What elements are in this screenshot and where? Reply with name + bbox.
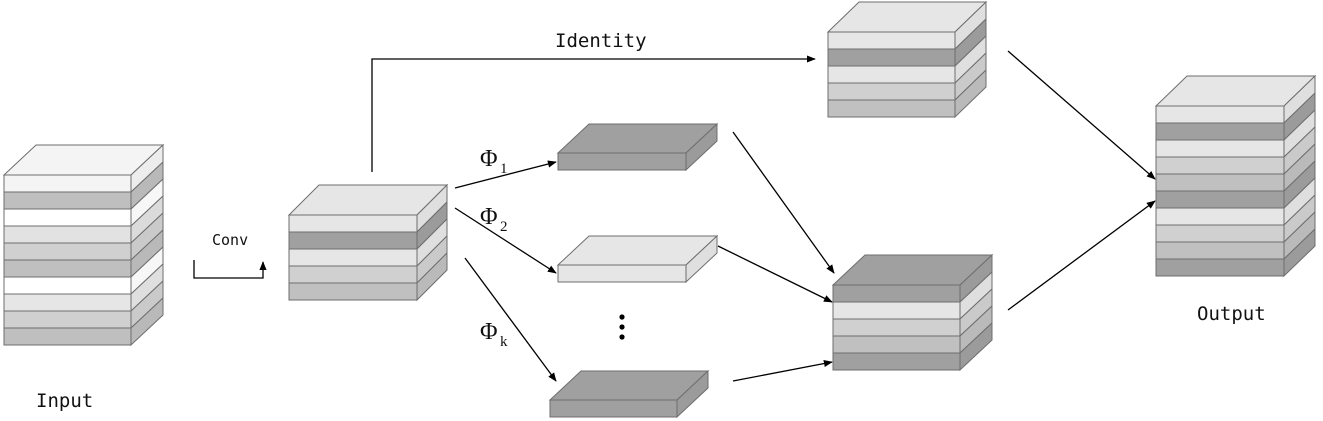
stack-layer-front: [1155, 224, 1285, 243]
stack-layer-side: [959, 321, 993, 372]
stack-layer-front: [3, 242, 132, 261]
stack-layer-front: [827, 82, 956, 101]
phi-1-label: Φ 1: [480, 146, 508, 177]
stack-layer-front: [832, 335, 961, 354]
concat-to-output-arrow: [1007, 200, 1156, 311]
stack-layer-side: [416, 251, 448, 302]
svg-text:Φ: Φ: [480, 204, 498, 230]
stack-layer-front: [1155, 105, 1285, 124]
phi-k-feature-stack: [548, 369, 710, 419]
conv-feature-stack: [287, 183, 449, 302]
stack-layer-side: [954, 68, 987, 119]
svg-text:2: 2: [500, 219, 508, 235]
phi-1-feature-stack: [556, 122, 719, 172]
stack-layer-front: [3, 225, 132, 244]
stack-layer-front: [3, 259, 132, 278]
stack-layer-front: [288, 231, 418, 250]
stack-layer-front: [3, 327, 132, 346]
phi-2-feature-stack: [556, 234, 719, 284]
stack-layer-front: [549, 399, 678, 418]
identity-arrow: [371, 55, 816, 172]
stack-layer-front: [288, 265, 418, 284]
identity-label: Identity: [555, 30, 647, 52]
stack-layer-front: [1155, 241, 1285, 260]
stack-layer-front: [832, 318, 961, 337]
stack-layer-front: [1155, 139, 1285, 158]
stack-layer-front: [3, 276, 132, 295]
svg-text:Φ: Φ: [480, 146, 498, 172]
stack-layer-front: [288, 282, 418, 301]
ellipsis-dots: [619, 314, 625, 340]
stack-layer-front: [1155, 173, 1285, 192]
stack-layer-front: [3, 174, 132, 193]
stack-layer-side: [685, 234, 718, 284]
stack-layer-side: [676, 369, 709, 419]
stack-layer-front: [557, 152, 687, 171]
stack-layer-front: [3, 310, 132, 329]
stack-layer-front: [1155, 258, 1285, 277]
stack-layer-front: [827, 65, 956, 84]
phi-1-arrow: [454, 160, 557, 189]
svg-text:Φ: Φ: [480, 319, 498, 345]
stack-layer-side: [1283, 227, 1316, 278]
svg-text:1: 1: [500, 161, 508, 177]
identity-feature-stack: [826, 0, 988, 119]
stack-layer-front: [3, 191, 132, 210]
conv-arrow: [193, 260, 267, 279]
phi-2-label: Φ 2: [480, 204, 508, 235]
input-label: Input: [36, 390, 93, 412]
stack-layer-front: [3, 208, 132, 227]
stack-layer-front: [1155, 122, 1285, 141]
stack-layer-front: [827, 31, 956, 50]
stack-layer-front: [557, 264, 687, 283]
stack-layer-front: [827, 99, 956, 118]
stack-layer-front: [832, 301, 961, 320]
stack-layer-front: [1155, 207, 1285, 226]
phi-k-to-concat-arrow: [732, 359, 833, 382]
stack-layer-front: [827, 48, 956, 67]
stack-layer-front: [1155, 156, 1285, 175]
stack-layer-front: [1155, 190, 1285, 209]
phi-2-arrow: [454, 207, 557, 274]
input-feature-stack: [2, 143, 165, 347]
stack-layer-side: [130, 296, 164, 347]
phi-k-label: Φ k: [480, 319, 508, 350]
output-feature-stack: [1154, 74, 1317, 278]
stack-layer-front: [288, 248, 418, 267]
phi-1-to-concat-arrow: [732, 131, 835, 274]
phi-2-to-concat-arrow: [717, 245, 833, 303]
stack-layer-front: [832, 352, 961, 371]
stack-layer-side: [685, 122, 718, 172]
phi-k-arrow: [464, 257, 557, 382]
stack-layer-front: [832, 284, 961, 303]
svg-text:k: k: [500, 334, 508, 350]
identity-to-output-arrow: [1007, 50, 1156, 180]
output-label: Output: [1197, 303, 1266, 325]
stack-layer-front: [288, 214, 418, 233]
concat-feature-stack: [831, 253, 994, 372]
conv-label: Conv: [212, 231, 248, 249]
stack-layer-front: [3, 293, 132, 312]
